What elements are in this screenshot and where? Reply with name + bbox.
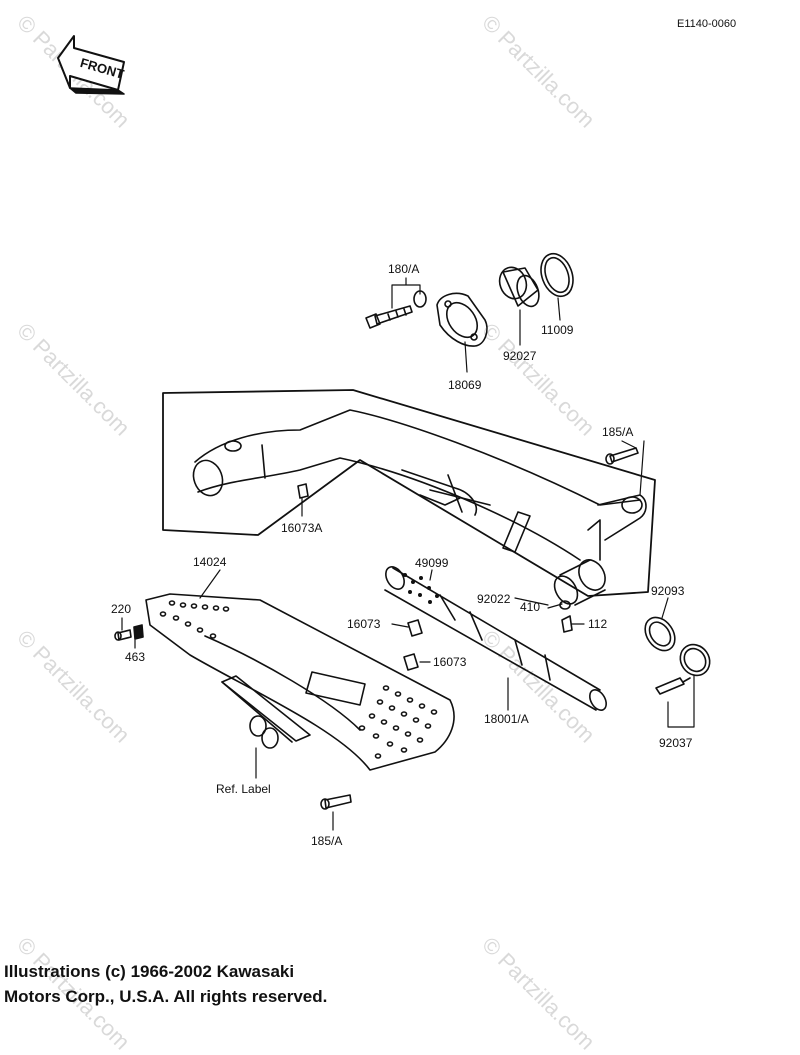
gasket-ring xyxy=(644,616,676,652)
exhaust-clamp xyxy=(655,643,711,695)
exhaust-flange xyxy=(436,292,488,347)
reference-label-plate xyxy=(221,675,311,749)
leader-lines xyxy=(121,277,695,831)
outlet-collar xyxy=(553,559,606,606)
copyright-line-2: Motors Corp., U.S.A. All rights reserved… xyxy=(4,987,328,1006)
part-label-185A-top: 185/A xyxy=(602,425,634,439)
part-label-185A-bottom: 185/A xyxy=(311,834,343,848)
exhaust-assembly-drawing: FRONT xyxy=(57,35,711,831)
split-sleeve xyxy=(498,266,540,308)
nut-16073A xyxy=(297,483,309,499)
part-label-16073-b: 16073 xyxy=(433,655,467,669)
bolt-185A-top xyxy=(605,447,639,465)
heat-shield-panel xyxy=(162,389,656,597)
part-label-92037: 92037 xyxy=(659,736,693,750)
bolt-185A-bottom xyxy=(320,794,352,810)
part-label-18069: 18069 xyxy=(448,378,482,392)
part-label-16073-a: 16073 xyxy=(347,617,381,631)
copyright-line-1: Illustrations (c) 1966-2002 Kawasaki xyxy=(4,962,295,981)
guard-perforations xyxy=(159,600,438,759)
part-label-463: 463 xyxy=(125,650,146,664)
part-label-92027: 92027 xyxy=(503,349,537,363)
part-label-92022: 92022 xyxy=(477,592,511,606)
exhaust-gasket-ring xyxy=(540,252,574,298)
nut-16073-a xyxy=(407,619,423,637)
part-label-180A: 180/A xyxy=(388,262,420,276)
silencer-perforations xyxy=(403,573,439,604)
part-label-92093: 92093 xyxy=(651,584,685,598)
part-label-ref-label: Ref. Label xyxy=(216,782,271,796)
part-label-11009: 11009 xyxy=(541,323,574,337)
bolt-220 xyxy=(114,629,132,641)
muffler-guard xyxy=(145,593,455,771)
part-label-14024: 14024 xyxy=(193,555,227,569)
parts-diagram: © Partzilla.com © Partzilla.com © Partzi… xyxy=(4,10,737,1055)
exhaust-header-pipe xyxy=(192,409,647,561)
diagram-code: E1140-0060 xyxy=(677,18,737,30)
part-label-16073A: 16073A xyxy=(281,521,323,535)
part-label-112: 112 xyxy=(588,617,608,631)
nut-16073-b xyxy=(403,653,419,671)
flange-bolt xyxy=(365,305,413,329)
part-label-410: 410 xyxy=(520,600,541,614)
bolt-112 xyxy=(561,615,573,633)
part-label-49099: 49099 xyxy=(415,556,449,570)
nut-463 xyxy=(133,624,144,640)
front-arrow-icon: FRONT xyxy=(57,35,126,95)
part-label-220: 220 xyxy=(111,602,132,616)
part-label-18001A: 18001/A xyxy=(484,712,529,726)
